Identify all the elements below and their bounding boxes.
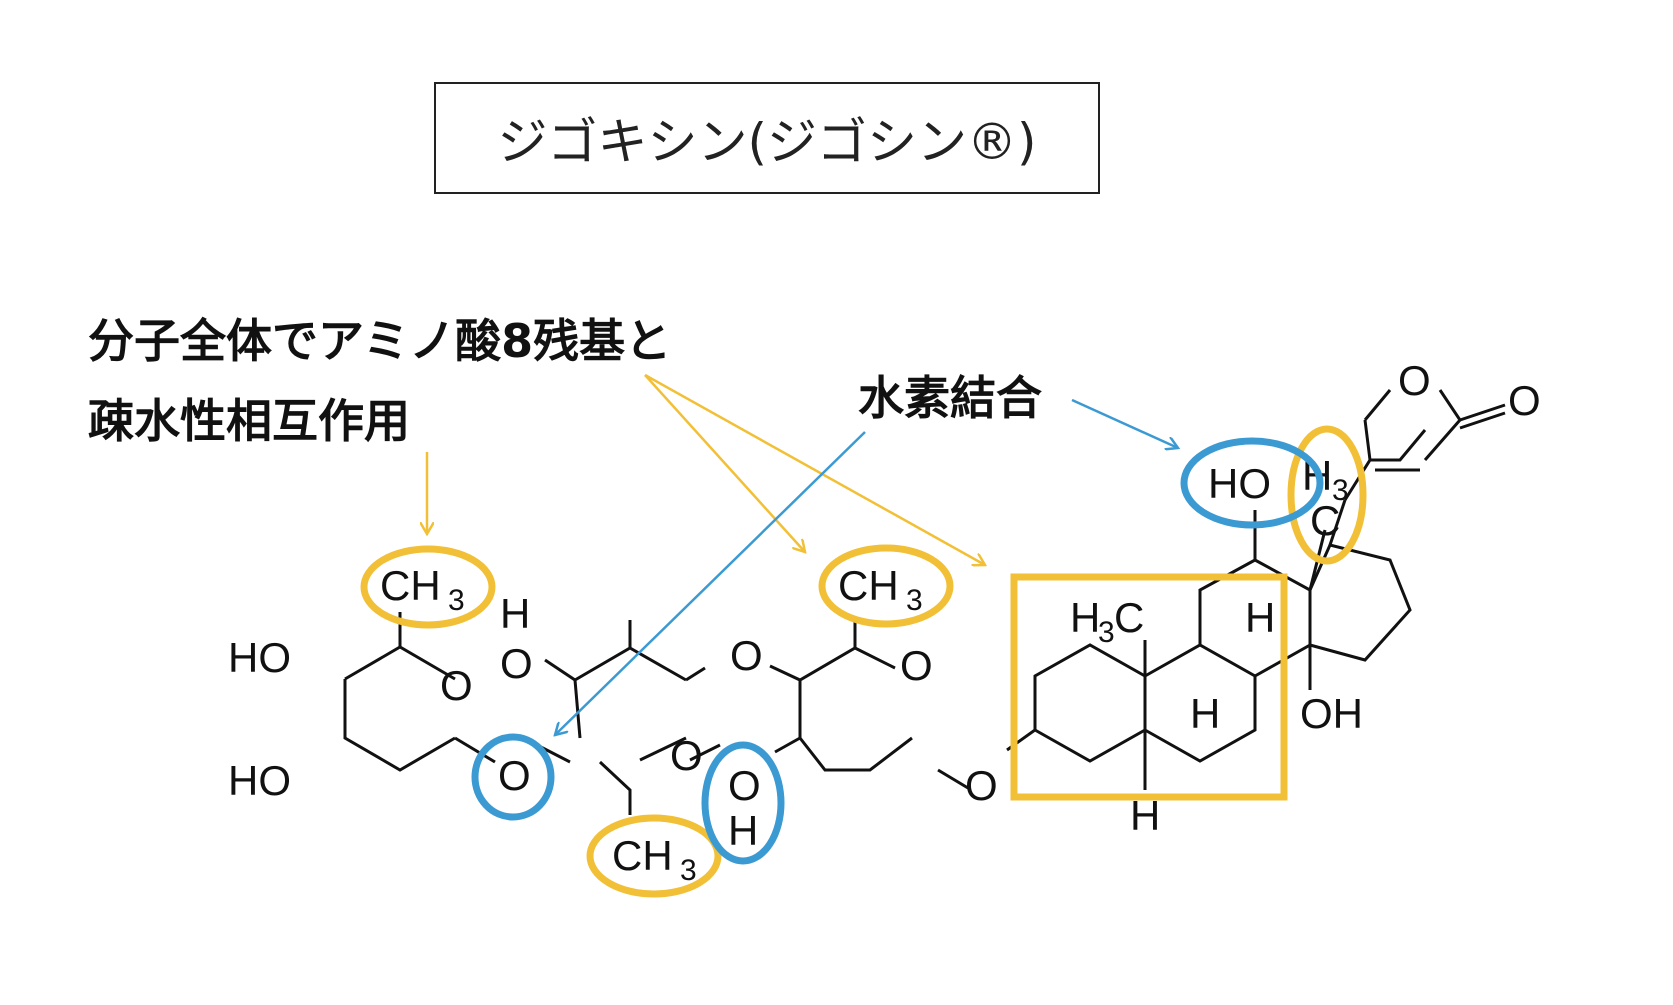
arrow-to-methyl-3 [644,374,805,552]
arrow-to-ho-c12 [1071,398,1178,448]
atom-o-ring2: O [670,732,703,779]
atom-ho-2: HO [228,757,291,804]
hbond-highlights [471,437,1324,865]
atom-h-oh: H [728,807,758,854]
hbond-arrows [555,398,1178,735]
hbond-label: 水素結合 [858,371,1042,425]
atom-ch-2: CH [612,832,673,879]
highlight-o-link1 [471,733,555,821]
atom-h3c-sub: 3 [1098,616,1115,649]
atom-o-oh: O [728,762,761,809]
atom-o-carbonyl: O [1508,377,1541,424]
atom-h3c-c: C [1114,594,1144,641]
atom-h-c8: H [1245,594,1275,641]
atom-ch-2-sub: 3 [680,854,697,887]
atom-o-link2: O [730,632,763,679]
atom-h-c9: H [1190,690,1220,737]
atom-h3c-h: H [1070,594,1100,641]
atom-o-sugar2: O [500,640,533,687]
atom-o-ring1: O [440,662,473,709]
atom-oh-c14: OH [1300,690,1363,737]
title-box: ジゴキシン(ジゴシン®) [434,82,1100,194]
arrow-to-o-link1 [555,431,866,735]
atom-ch-3: CH [838,562,899,609]
atom-ho-1: HO [228,634,291,681]
atom-h3-methyl-sub: 3 [1332,474,1349,507]
highlight-methyl-c18 [1287,425,1367,565]
atom-ho-c12: HO [1208,460,1271,507]
highlight-methyl-1 [360,545,496,629]
atom-o-lactone: O [1398,357,1431,404]
hydrophobic-label-line2: 疎水性相互作用 [88,394,410,448]
highlight-steroid-core [1010,573,1288,801]
highlight-ho-c12 [1180,437,1324,529]
highlight-methyl-2 [586,814,722,898]
atom-labels: HO HO O CH 3 O H O O CH 3 O O H O CH 3 O… [228,357,1541,887]
atom-o-ring3: O [900,642,933,689]
atom-o-link3: O [965,762,998,809]
atom-ch-3-sub: 3 [906,584,923,617]
hydrophobic-label-line1: 分子全体でアミノ酸8残基と [88,314,672,368]
atom-h-sugar2: H [500,590,530,637]
arrow-to-steroid [644,373,985,565]
atom-ch-1: CH [380,562,441,609]
hydrophobic-highlights [360,425,1367,898]
highlight-methyl-3 [818,544,954,628]
bond-lines [343,389,1506,815]
highlight-oh-sugar2 [701,741,785,865]
hydrophobic-arrows [427,373,985,565]
compound-title: ジゴキシン(ジゴシン®) [497,113,1037,171]
atom-ch-1-sub: 3 [448,584,465,617]
atom-o-link1: O [498,752,531,799]
